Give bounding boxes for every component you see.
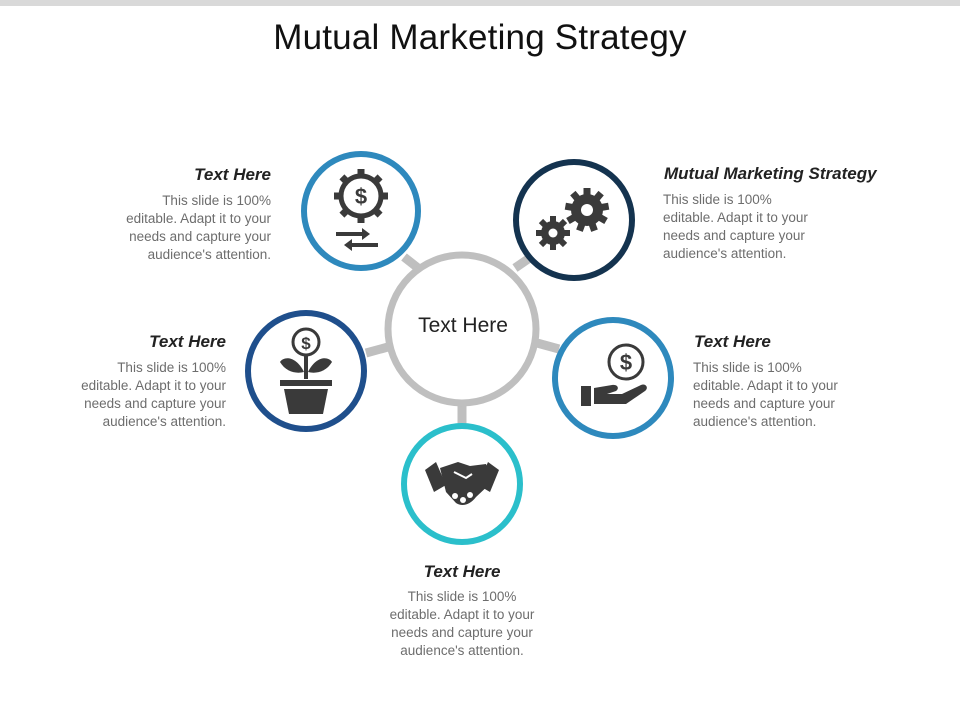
center-label: Text Here (418, 314, 508, 337)
top-bar (0, 0, 960, 6)
text-line: editable. Adapt it to your (663, 210, 808, 225)
text-line: audience's attention. (147, 247, 271, 262)
text-line: needs and capture your (391, 625, 533, 640)
heading-top-right: Mutual Marketing Strategy (664, 164, 877, 183)
text-line: This slide is 100% (162, 193, 271, 208)
text-right: This slide is 100% editable. Adapt it to… (693, 359, 838, 431)
text-top-left: This slide is 100% editable. Adapt it to… (126, 192, 271, 264)
text-line: editable. Adapt it to your (81, 378, 226, 393)
text-line: editable. Adapt it to your (126, 211, 271, 226)
svg-text:$: $ (620, 350, 632, 375)
text-line: audience's attention. (400, 643, 524, 658)
heading-top-left: Text Here (194, 165, 271, 184)
money-plant-icon: $ (280, 327, 332, 414)
text-line: This slide is 100% (117, 360, 226, 375)
svg-text:$: $ (301, 334, 311, 353)
handshake-icon (425, 462, 499, 505)
text-line: audience's attention. (102, 414, 226, 429)
connector-right (535, 338, 561, 354)
text-left: This slide is 100% editable. Adapt it to… (81, 359, 226, 431)
text-line: needs and capture your (693, 396, 835, 411)
center-hub (384, 251, 540, 407)
text-line: editable. Adapt it to your (693, 378, 838, 393)
text-line: This slide is 100% (407, 589, 517, 604)
text-top-right: This slide is 100% editable. Adapt it to… (663, 191, 808, 263)
text-line: This slide is 100% (663, 192, 772, 207)
text-line: This slide is 100% (693, 360, 802, 375)
text-line: audience's attention. (693, 414, 817, 429)
heading-right: Text Here (694, 332, 771, 351)
connector-left (364, 342, 390, 358)
hand-dollar-icon: $ (581, 343, 647, 406)
ring-top-left (301, 151, 421, 271)
heading-left: Text Here (149, 332, 226, 351)
gear-dollar-exchange-icon: $ (334, 169, 388, 251)
text-bottom: This slide is 100% editable. Adapt it to… (362, 588, 562, 660)
text-line: needs and capture your (84, 396, 226, 411)
heading-bottom: Text Here (423, 562, 501, 581)
text-line: audience's attention. (663, 246, 787, 261)
connector-top-left (401, 253, 421, 272)
page-title: Mutual Marketing Strategy (273, 18, 687, 57)
text-line: needs and capture your (129, 229, 271, 244)
text-line: editable. Adapt it to your (389, 607, 535, 622)
text-line: needs and capture your (663, 228, 805, 243)
ring-right (552, 317, 674, 439)
svg-text:$: $ (355, 184, 367, 209)
